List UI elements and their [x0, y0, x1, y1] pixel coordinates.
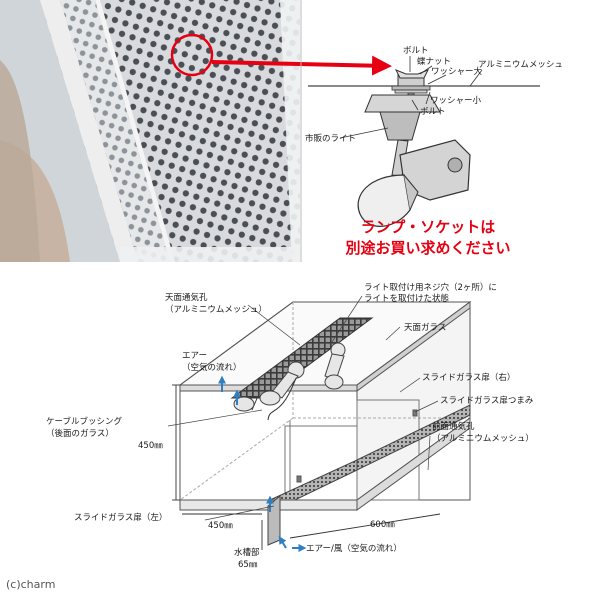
- air-sublabel: （空気の流れ）: [182, 362, 242, 373]
- copyright-text: (c)charm: [6, 578, 56, 591]
- top-vent-sublabel: （アルミニウムメッシュ）: [165, 304, 267, 315]
- depth-dimension-label: 450㎜: [208, 521, 233, 531]
- mesh-photo: [0, 0, 300, 262]
- air-flow-arrows: [218, 375, 307, 552]
- cable-bushing-label: ケーブルブッシング: [46, 416, 122, 427]
- front-vent-label: 前面通気孔: [432, 421, 475, 432]
- cage-illustration: [178, 301, 472, 546]
- lamp-note-line1: ランプ・ソケットは: [361, 218, 496, 236]
- slide-door-right-label: スライドガラス扉（右）: [422, 372, 515, 383]
- slide-door-knob-label: スライドガラス扉つまみ: [440, 395, 534, 406]
- width-dimension-label: 600㎜: [370, 520, 395, 530]
- top-vent-grille: [230, 317, 374, 399]
- washer-large-label: ワッシャー大: [431, 66, 483, 77]
- front-vent-sublabel: （アルミニウムメッシュ）: [432, 433, 534, 444]
- air-label: エアー: [182, 351, 207, 361]
- top-glass-label: 天面ガラス: [404, 322, 446, 333]
- light-holes-label: ライト取付け用ネジ穴（2ヶ所）に: [364, 282, 497, 293]
- wing-nut-label: 蝶ナット: [417, 56, 451, 67]
- bolt-label: ボルト: [403, 46, 429, 56]
- height-dimension-label: 450㎜: [138, 441, 163, 451]
- water-tank-dimension-label: 65㎜: [238, 560, 258, 570]
- mount-detail-illustration: [308, 56, 540, 227]
- top-vent-label: 天面通気孔: [165, 292, 208, 303]
- washer-small-label: ワッシャー小: [430, 95, 482, 106]
- air-wind-label: エアー/風（空気の流れ）: [306, 543, 402, 554]
- slide-door-left-label: スライドガラス扉（左）: [74, 512, 167, 523]
- dimension-lines: [172, 384, 441, 550]
- lamp-bulb: [357, 174, 411, 227]
- red-arrow-icon: [211, 55, 392, 76]
- aluminium-mesh-label: アルミニウムメッシュ: [478, 60, 563, 70]
- lamp-note-line2: 別途お買い求めください: [344, 239, 510, 257]
- circle-highlight-icon: [170, 33, 214, 77]
- bolt2-label: ボルト: [420, 107, 446, 117]
- water-tank-label: 水槽部: [234, 547, 260, 558]
- cable-bushing-sublabel: （後面のガラス）: [46, 428, 114, 439]
- light-holes-sublabel: ライトを取付けた状態: [364, 293, 449, 304]
- store-light-label: 市販のライト: [305, 133, 356, 144]
